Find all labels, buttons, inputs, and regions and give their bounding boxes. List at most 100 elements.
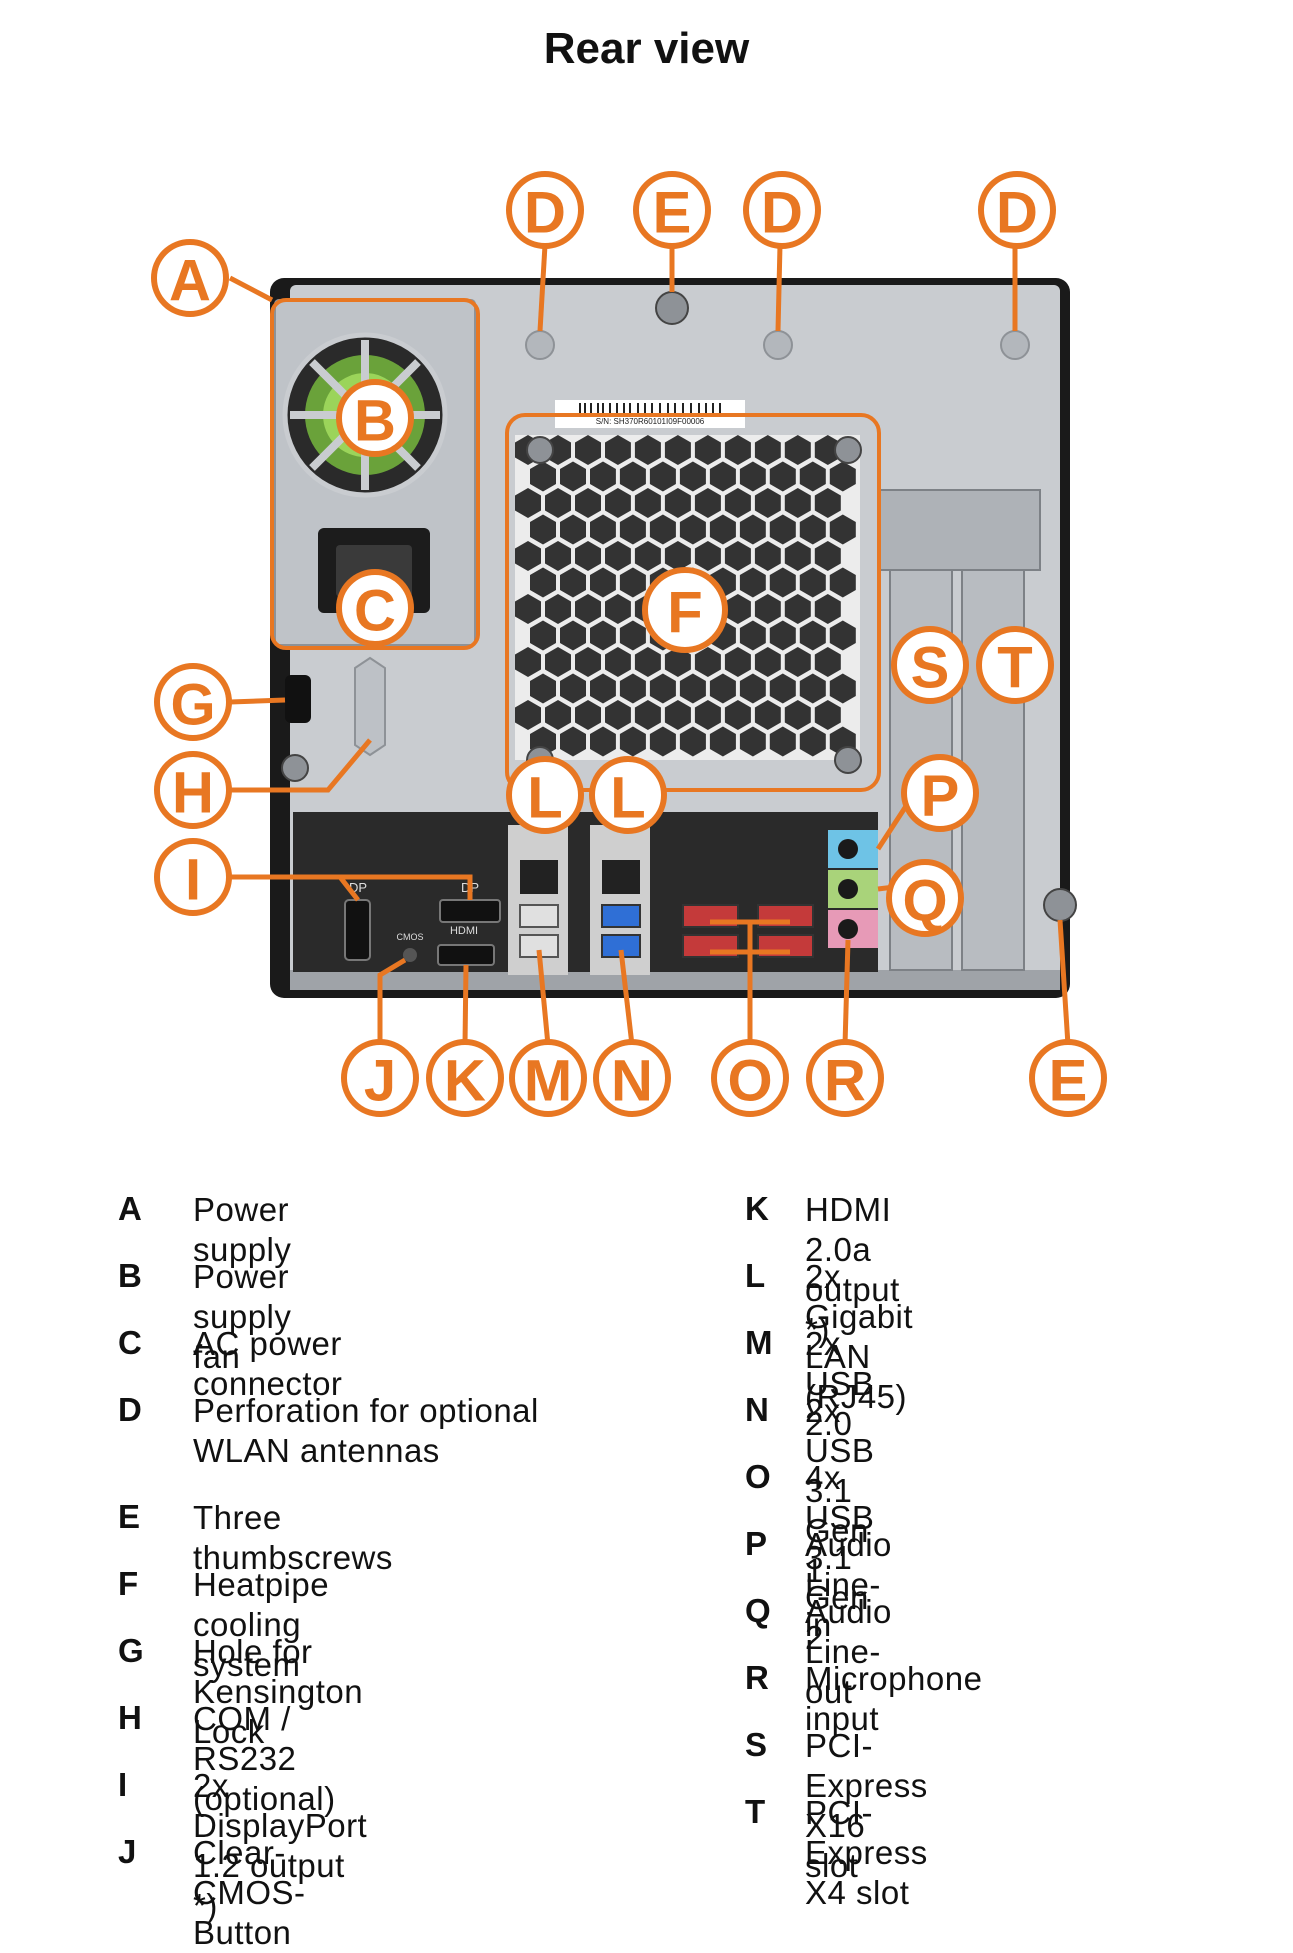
legend-letter: F: [118, 1565, 139, 1602]
callout-M: M: [509, 1039, 587, 1117]
legend-letter: N: [745, 1391, 770, 1428]
svg-text:S: S: [911, 636, 950, 701]
grille-hole: [560, 461, 586, 492]
legend-letter: G: [118, 1632, 145, 1669]
svg-text:E: E: [653, 181, 692, 246]
legend-text: HDMI 2.0a output *): [805, 1191, 900, 1348]
grille-hole: [649, 514, 676, 545]
com-cutout: [354, 656, 386, 757]
legend-text: Audio Line-in: [805, 1526, 892, 1643]
grille-hole: [799, 567, 826, 598]
svg-text:A: A: [169, 249, 211, 314]
grille-hole: [694, 435, 721, 465]
legend-text: 4x USB 3.1 Gen 2: [805, 1459, 875, 1656]
svg-text:C: C: [354, 579, 396, 644]
grille-hole: [769, 514, 796, 545]
grille-hole: [799, 673, 826, 704]
cmos-label: CMOS: [397, 932, 424, 942]
callout-O: O: [711, 1039, 789, 1117]
grille-hole: [739, 514, 766, 545]
legend-text: AC power connector: [193, 1325, 343, 1402]
grille-hole: [649, 673, 676, 704]
grille-hole: [590, 726, 616, 757]
grille-hole: [694, 700, 721, 730]
grille-hole: [694, 647, 721, 677]
legend-text: Three thumbscrews: [193, 1499, 393, 1576]
grille-hole: [829, 673, 856, 704]
grille-hole: [724, 647, 751, 677]
grille-hole: [769, 726, 796, 757]
grille-hole: [560, 620, 586, 651]
grille-hole: [754, 700, 781, 730]
grille-hole: [784, 488, 811, 518]
grille-hole: [814, 647, 841, 677]
grille-hole: [605, 594, 631, 624]
bottom-rail: [290, 970, 1060, 990]
svg-text:G: G: [170, 673, 215, 738]
grille-hole: [739, 620, 766, 651]
legend-letter: L: [745, 1257, 766, 1294]
legend-letter: H: [118, 1699, 143, 1736]
grille-hole: [619, 726, 646, 757]
grille-hole: [530, 673, 556, 704]
legend-letter: R: [745, 1659, 770, 1696]
grille-hole: [590, 620, 616, 651]
grille-hole: [515, 647, 541, 677]
grille-hole: [694, 488, 721, 518]
grille-hole: [724, 435, 751, 465]
callout-Q: Q: [886, 859, 964, 937]
grille-hole: [724, 594, 751, 624]
legend-letter: M: [745, 1324, 773, 1361]
grille-hole: [545, 647, 571, 677]
grille-hole: [814, 488, 841, 518]
hdmi-label: HDMI: [450, 925, 478, 937]
grille-hole: [829, 620, 856, 651]
callout-H: H: [154, 751, 232, 829]
callout-D1: D: [506, 171, 584, 249]
legend-letter: E: [118, 1498, 141, 1535]
legend-text: COM / RS232 (optional): [193, 1700, 336, 1817]
hdmi-port: [437, 944, 495, 966]
grille-hole: [634, 488, 661, 518]
grille-hole: [590, 673, 616, 704]
grille-hole: [590, 514, 616, 545]
serial-text: S/N: SH370R60101I09F00006: [596, 417, 705, 426]
grille-hole: [515, 488, 541, 518]
grille-hole: [784, 647, 811, 677]
svg-text:P: P: [921, 764, 960, 829]
callout-I: I: [154, 838, 232, 916]
grille-hole: [739, 461, 766, 492]
legend-letter: I: [118, 1766, 128, 1803]
grille-hole: [515, 700, 541, 730]
grille-hole: [829, 514, 856, 545]
svg-text:J: J: [364, 1049, 396, 1114]
grille-hole: [605, 435, 631, 465]
grille-hole: [515, 541, 541, 571]
grille-hole: [709, 726, 736, 757]
grille-hole: [724, 541, 751, 571]
grille-hole: [709, 673, 736, 704]
callout-L2: L: [589, 756, 667, 834]
legend-text: Microphone input: [805, 1660, 983, 1737]
legend-text: Hole for Kensington Lock: [193, 1633, 364, 1750]
grille-hole: [634, 541, 661, 571]
kensington-slot: [285, 675, 311, 723]
legend-letter: D: [118, 1391, 143, 1428]
grille-hole: [530, 620, 556, 651]
grille-hole: [619, 567, 646, 598]
grille-hole: [605, 647, 631, 677]
callout-D3: D: [978, 171, 1056, 249]
grille-hole: [634, 435, 661, 465]
grille-hole: [545, 594, 571, 624]
callout-K: K: [426, 1039, 504, 1117]
grille-hole: [829, 461, 856, 492]
grille-hole: [784, 541, 811, 571]
grille-hole: [575, 647, 601, 677]
rear-view-diagram: S/N: SH370R60101I09F00006 DP DP HDMI CMO…: [151, 171, 1107, 1117]
grille-hole: [814, 435, 841, 465]
lan-port-2: [602, 860, 640, 894]
legend-letter: C: [118, 1324, 143, 1361]
svg-text:Q: Q: [902, 869, 947, 934]
grille-hole: [605, 700, 631, 730]
grille-hole: [545, 700, 571, 730]
